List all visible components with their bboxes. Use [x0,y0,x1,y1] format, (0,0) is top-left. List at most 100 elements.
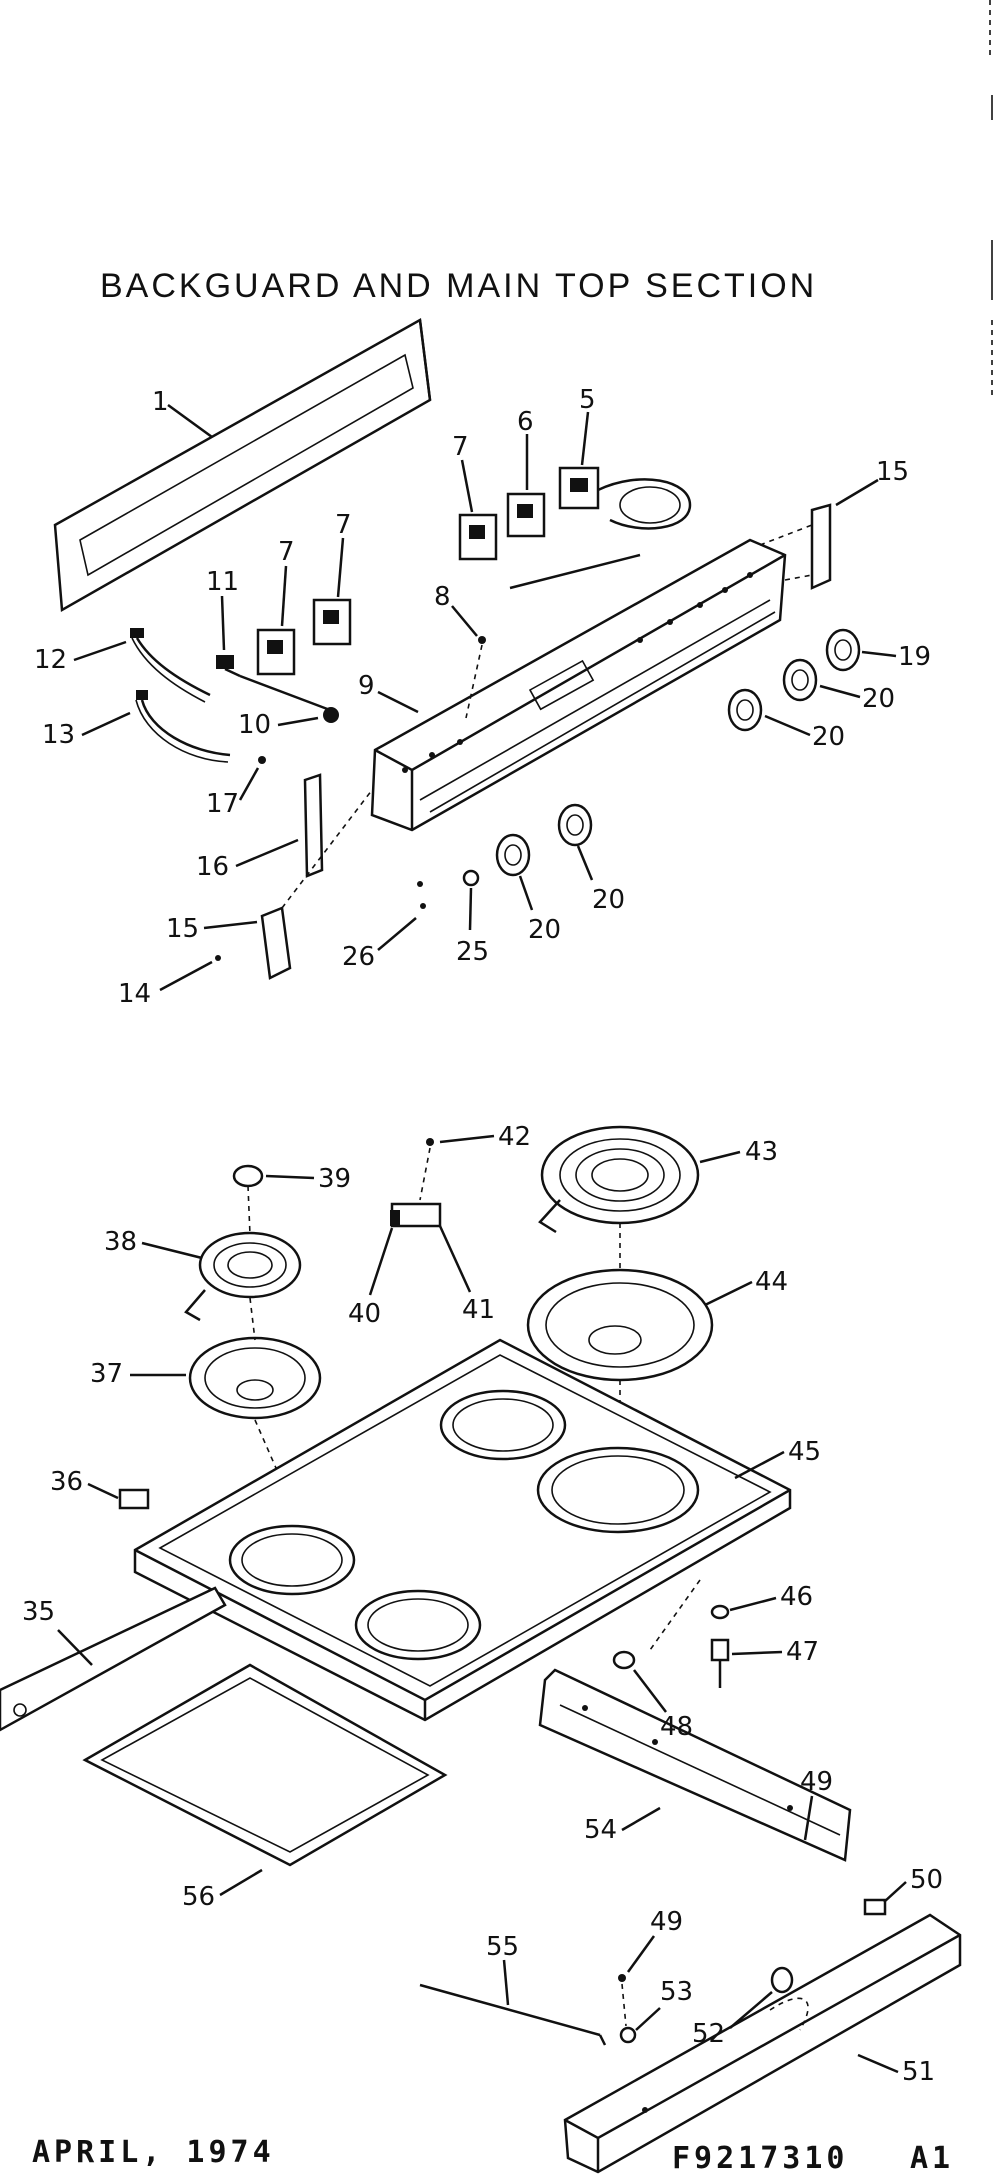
part-49-screw-lower [618,1974,626,1982]
label-55: 55 [486,1932,519,1962]
edge-marks [989,0,993,400]
footer-date: APRIL, 1974 [32,2135,275,2170]
label-20-c: 20 [592,885,625,915]
label-11: 11 [206,567,239,597]
part-5-thermostat-switch [558,466,692,530]
label-1: 1 [152,387,169,417]
part-25-washer [462,869,480,887]
part-47-leveling-leg [710,1638,730,1688]
label-15-left: 15 [166,914,199,944]
label-7-b: 7 [278,537,295,567]
label-7-c: 7 [335,510,352,540]
label-16: 16 [196,852,229,882]
label-52: 52 [692,2019,725,2049]
label-42: 42 [498,1122,531,1152]
part-7-infinite-switch-c [312,598,352,646]
part-11-lamp-socket [216,655,331,712]
part-1-backguard-panel [53,317,432,613]
label-47: 47 [786,1637,819,1667]
part-38-surface-element [184,1185,302,1322]
label-56: 56 [182,1882,215,1912]
label-39: 39 [318,1164,351,1194]
part-20-knob-a [782,658,818,702]
part-7-infinite-switch-b [256,628,296,676]
label-54: 54 [584,1815,617,1845]
label-17: 17 [206,789,239,819]
part-17-screw [258,756,266,764]
diagram-title: BACKGUARD AND MAIN TOP SECTION [100,267,817,305]
label-48: 48 [660,1712,693,1742]
label-26: 26 [342,942,375,972]
label-49-lower: 49 [650,1907,683,1937]
label-49-upper: 49 [800,1767,833,1797]
footer-code: F9217310 [672,2141,849,2176]
label-15-right: 15 [876,457,909,487]
part-13-wire-lead [135,690,231,763]
label-41: 41 [462,1295,495,1325]
part-8-screw [465,636,486,719]
label-5: 5 [579,385,596,415]
part-10-knob-nut [323,707,339,723]
label-20-d: 20 [528,915,561,945]
label-10: 10 [238,710,271,740]
part-46-washer [710,1604,730,1620]
footer-revision: A1 [910,2141,954,2176]
part-15-end-cap-right [759,503,832,590]
part-52-spring [770,1966,794,1994]
label-38: 38 [104,1227,137,1257]
label-35: 35 [22,1597,55,1627]
label-6: 6 [517,407,534,437]
label-14: 14 [118,979,151,1009]
part-26-clips [417,881,426,909]
part-48-guide [649,1579,701,1651]
part-49-guide [621,1983,627,2027]
label-53: 53 [660,1977,693,2007]
part-39-cap [232,1164,264,1188]
label-8: 8 [434,582,451,612]
part-16-bracket [303,773,324,878]
label-43: 43 [745,1137,778,1167]
part-50-clip [863,1898,887,1916]
part-37-drip-pan [188,1297,322,1561]
part-56-tray [82,1663,448,1867]
part-54-bracket [538,1668,852,1862]
part-45-main-top [133,1338,792,1722]
label-37: 37 [90,1359,123,1389]
part-55-rod [419,1983,607,2046]
lower-labels: 39 38 37 42 40 41 43 44 45 36 35 46 47 4… [22,1122,943,2087]
label-12: 12 [34,645,67,675]
label-20-a: 20 [862,684,895,714]
part-15-end-cap-left [260,789,373,980]
capillary-tube [509,553,641,590]
part-53-screw [619,2026,637,2044]
part-43-surface-element-large [538,1125,700,1290]
label-36: 36 [50,1467,83,1497]
label-51: 51 [902,2057,935,2087]
part-41-terminal-block [390,1202,442,1228]
label-13: 13 [42,720,75,750]
part-20-knob-d [557,803,593,847]
label-7-a: 7 [452,432,469,462]
label-19: 19 [898,642,931,672]
label-50: 50 [910,1865,943,1895]
part-7-infinite-switch [458,513,498,561]
label-40: 40 [348,1299,381,1329]
label-45: 45 [788,1437,821,1467]
label-44: 44 [755,1267,788,1297]
part-42-guide [419,1147,431,1201]
part-9-control-panel [370,538,787,832]
part-6-infinite-switch [506,492,546,538]
upper-labels: 1 5 6 7 7 7 8 9 10 11 12 13 14 15 15 16 … [34,385,931,1009]
part-42-screw [426,1138,434,1146]
part-19-knob [825,628,861,672]
part-12-wire-lead [130,628,211,703]
part-51-front-trim [563,1913,962,2174]
part-20-knob-b [727,688,763,732]
label-20-b: 20 [812,722,845,752]
part-14-screw [215,955,221,961]
label-9: 9 [358,671,375,701]
part-36-clip [118,1488,150,1510]
part-48-bumper [612,1650,636,1670]
